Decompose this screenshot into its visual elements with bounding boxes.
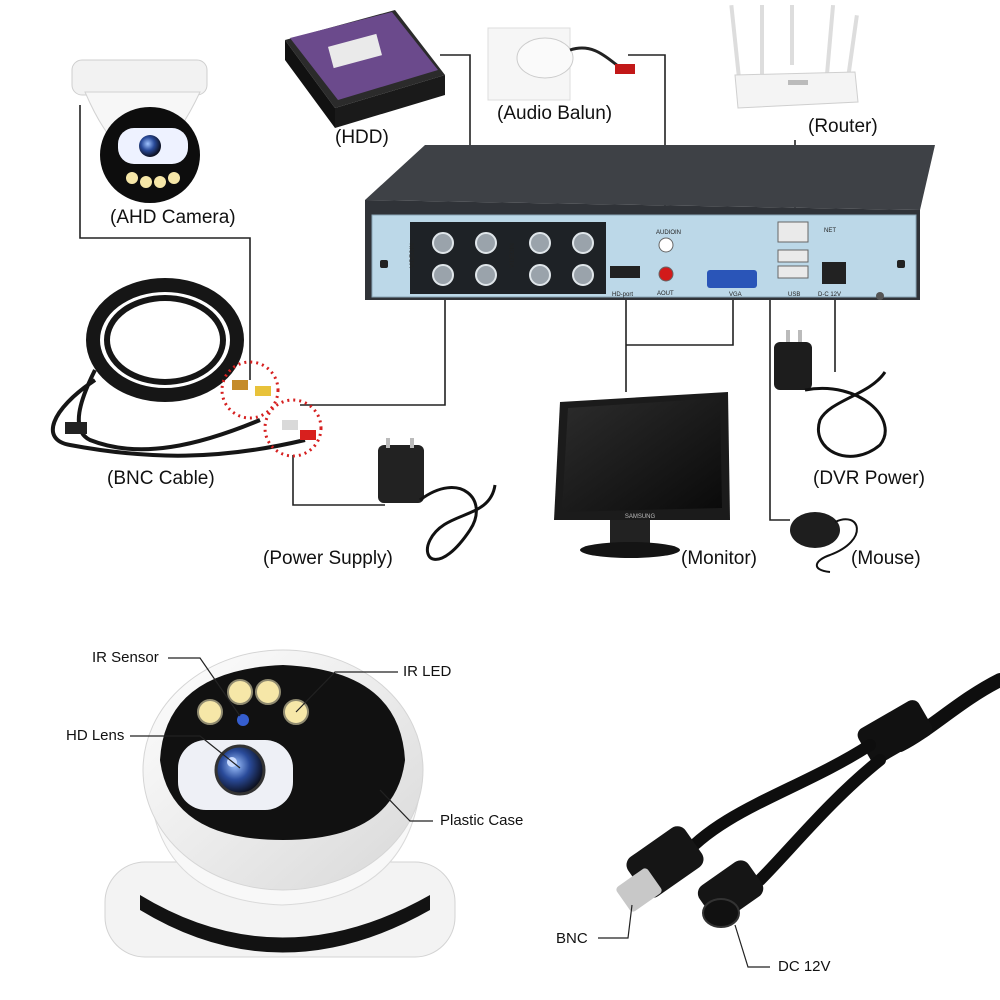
mouse-label: (Mouse) xyxy=(851,548,921,569)
bnc-label: BNC xyxy=(556,930,588,947)
usb-label: USB xyxy=(788,292,800,298)
dvr-unit xyxy=(365,145,935,300)
wiring-lines xyxy=(79,54,836,521)
cable-callout-lines xyxy=(598,904,770,968)
audio-balun-illustration xyxy=(487,27,635,101)
vga-label: VGA xyxy=(729,292,742,298)
audio-out-label: AOUT xyxy=(657,291,674,297)
camera-callout-lines xyxy=(130,657,433,822)
video-in-label-2: VIDEOIN xyxy=(510,243,516,268)
bnc-cable-coil xyxy=(50,278,306,458)
dvr-power-label: (DVR Power) xyxy=(813,468,925,489)
y-cable-illustration xyxy=(616,673,1000,928)
mouse-illustration xyxy=(790,512,858,573)
ir-led-label: IR LED xyxy=(403,663,452,680)
bnc-connectors xyxy=(232,380,316,440)
hdd-label: (HDD) xyxy=(335,127,389,148)
monitor-illustration: SAMSUNG xyxy=(554,392,730,558)
power-supply-illustration xyxy=(378,438,497,561)
audio-balun-label: (Audio Balun) xyxy=(497,103,613,124)
bnc-cable-label: (BNC Cable) xyxy=(107,468,215,489)
router-illustration xyxy=(729,4,859,109)
monitor-brand-text: SAMSUNG xyxy=(625,514,656,520)
dome-camera-illustration xyxy=(104,649,456,958)
ahd-camera-illustration xyxy=(71,59,208,203)
dc-12v-label: DC 12V xyxy=(778,958,831,975)
ir-sensor-label: IR Sensor xyxy=(92,649,159,666)
video-in-label-1: VIDEOIN xyxy=(410,243,416,268)
hd-port-label: HD-port xyxy=(612,292,633,298)
audio-in-label: AUDIOIN xyxy=(656,230,681,236)
ahd-camera-label: (AHD Camera) xyxy=(110,207,236,228)
dc-port-label: D-C 12V xyxy=(818,292,841,298)
plastic-case-label: Plastic Case xyxy=(440,812,524,829)
hd-lens-label: HD Lens xyxy=(66,727,125,744)
power-supply-label: (Power Supply) xyxy=(263,548,393,569)
net-label: NET xyxy=(824,228,836,234)
router-label: (Router) xyxy=(808,116,878,137)
dvr-power-adapter-illustration xyxy=(774,330,887,458)
hdd-illustration xyxy=(285,10,445,128)
monitor-label: (Monitor) xyxy=(681,548,758,569)
red-callout-circles xyxy=(220,360,323,458)
